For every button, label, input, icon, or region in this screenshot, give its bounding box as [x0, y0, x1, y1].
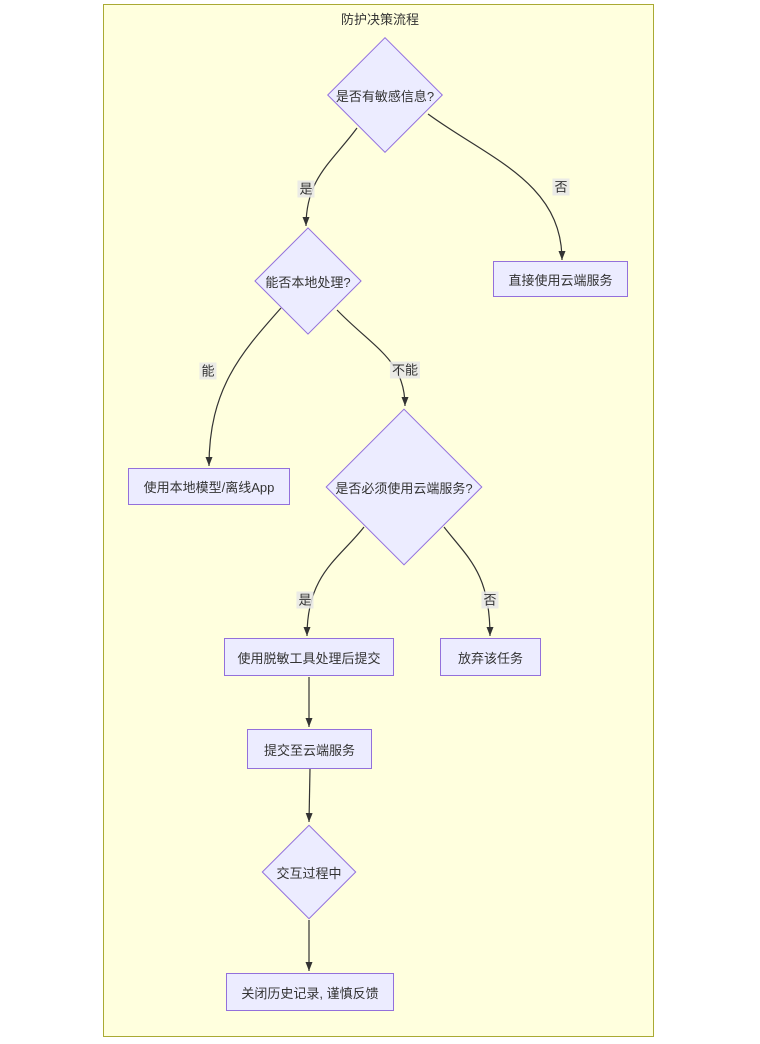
edge-label-yes-1: 是 [297, 180, 315, 198]
node-interaction: 交互过程中 [261, 824, 357, 920]
node-label: 使用脱敏工具处理后提交 [237, 650, 381, 666]
edge-label-no-1: 否 [552, 178, 570, 196]
edge-label-yes-2: 是 [296, 591, 314, 609]
edge-label-no-2: 否 [481, 591, 499, 609]
node-local-model: 使用本地模型/离线App [128, 468, 290, 505]
node-must-cloud-check: 是否必须使用云端服务? [325, 408, 483, 566]
node-sensitive-check: 是否有敏感信息? [325, 37, 445, 153]
node-cloud-direct: 直接使用云端服务 [493, 261, 628, 297]
node-label: 放弃该任务 [457, 650, 523, 666]
edge-label-can: 能 [199, 362, 217, 380]
node-label: 提交至云端服务 [263, 742, 355, 758]
cluster-title: 防护决策流程 [340, 12, 419, 27]
node-label: 是否有敏感信息? [335, 88, 435, 104]
node-close-history: 关闭历史记录, 谨慎反馈 [226, 973, 394, 1011]
node-label: 交互过程中 [276, 865, 342, 881]
node-label: 能否本地处理? [265, 274, 351, 290]
node-abandon-task: 放弃该任务 [440, 638, 541, 676]
node-label: 是否必须使用云端服务? [335, 480, 473, 496]
node-label: 使用本地模型/离线App [143, 480, 275, 495]
node-local-check: 能否本地处理? [253, 227, 363, 335]
edge-label-cannot: 不能 [389, 361, 421, 379]
node-label: 关闭历史记录, 谨慎反馈 [241, 985, 379, 1001]
node-submit-cloud: 提交至云端服务 [247, 729, 372, 769]
node-desensitize-submit: 使用脱敏工具处理后提交 [224, 638, 394, 676]
node-label: 直接使用云端服务 [508, 272, 613, 288]
